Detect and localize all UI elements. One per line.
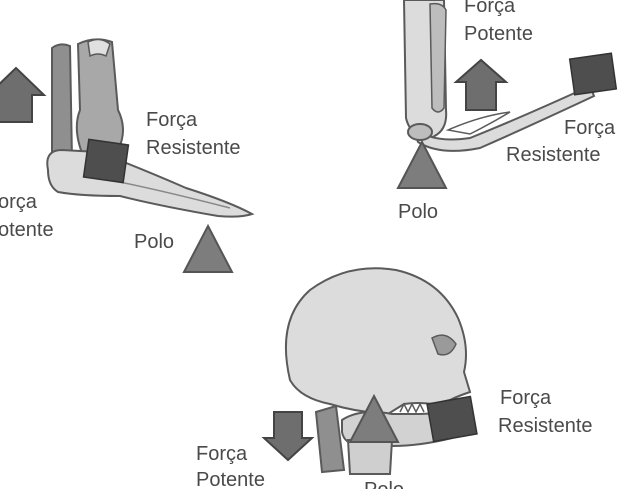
arm-potente-label-2: Potente [464, 23, 533, 45]
biceps-muscle [429, 2, 447, 113]
arm-resistente-box [568, 52, 618, 96]
arm-polo-triangle [396, 139, 448, 189]
neck-bone [314, 404, 346, 474]
skull-potente-label-2: Potente [196, 469, 265, 489]
arm-polo-label: Polo [398, 201, 439, 223]
fibula-bone [51, 43, 74, 165]
foot-polo-label: Polo [134, 231, 175, 253]
skull-resistente-label-1: Força [500, 387, 552, 409]
foot-potente-arrow-icon [0, 66, 47, 123]
skull-potente-arrow-icon [261, 411, 315, 462]
skull-lever-group [261, 267, 478, 475]
forearm-muscle [445, 111, 511, 135]
skull-polo-triangle [348, 393, 400, 443]
arm-potente-arrow-icon [453, 58, 509, 111]
foot-resistente-label-2: Resistente [146, 137, 241, 159]
foot-resistente-label-1: Força [146, 109, 198, 131]
skull-potente-label-1: Força [196, 443, 248, 465]
foot-polo-triangle [182, 223, 234, 273]
arm-lever-group [396, 0, 618, 189]
skull-polo-label: Polo [364, 478, 404, 489]
skull-cranium [284, 267, 472, 416]
tibia-top [87, 38, 111, 58]
foot-resistente-box [82, 138, 130, 184]
jaw-block [346, 439, 394, 475]
skull-resistente-box [426, 395, 478, 443]
skull-resistente-label-2: Resistente [498, 415, 593, 437]
arm-potente-label-1: Força [464, 0, 516, 17]
skull-eye-socket [431, 334, 457, 356]
arm-resistente-label-1: Força [564, 117, 616, 139]
arm-resistente-label-2: Resistente [506, 144, 601, 166]
foot-potente-label-2: otente [0, 219, 54, 241]
elbow-joint [407, 123, 433, 141]
foot-bone [46, 148, 255, 218]
skull-teeth [399, 402, 425, 414]
foot-potente-label-1: orça [0, 191, 37, 213]
foot-lever-group [0, 38, 255, 273]
